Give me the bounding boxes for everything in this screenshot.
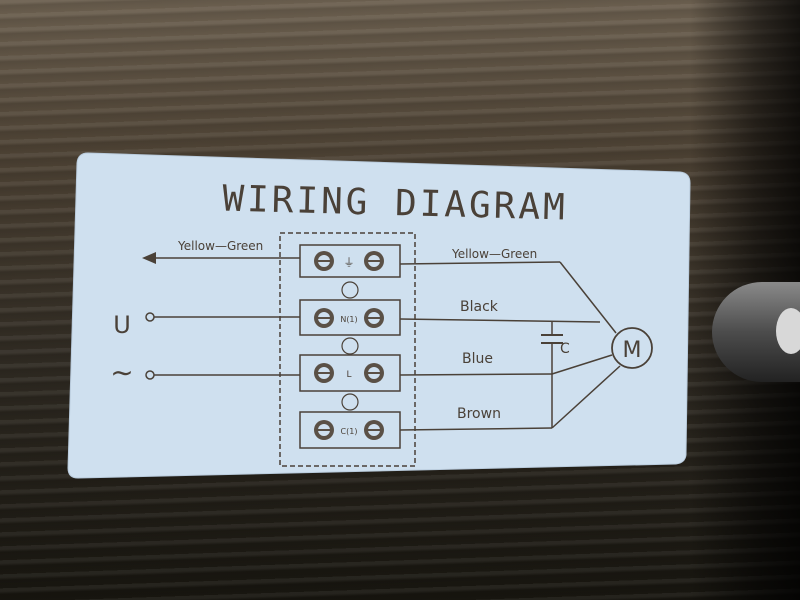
spacer-hole [341, 393, 359, 411]
motor-label: M [623, 338, 642, 363]
input-u-symbol: U [113, 311, 131, 339]
blue-wire [399, 373, 553, 376]
black-wire [399, 318, 601, 323]
input-u-terminal [145, 312, 155, 322]
ground-wire-right-label: Yellow—Green [451, 247, 537, 261]
blue-wire-label: Blue [462, 351, 493, 367]
input-ac-symbol: ∼ [110, 356, 133, 389]
terminal-c-mark: C(1) [341, 427, 358, 436]
brown-wire-label: Brown [457, 406, 501, 422]
ground-wire-label: Yellow—Green [177, 239, 263, 253]
terminal-n-mark: N(1) [340, 315, 357, 324]
spacer-hole [341, 337, 359, 355]
input-ac-terminal [145, 370, 155, 380]
ground-arrow-icon [142, 252, 156, 264]
terminal-row-l: L [299, 354, 401, 392]
terminal-row-c: C(1) [299, 411, 401, 449]
terminal-block-border [279, 232, 416, 467]
terminal-row-n: N(1) [299, 299, 401, 336]
grommet-hole [776, 308, 800, 354]
motor-brown-lead [551, 365, 621, 429]
diagram-title: WIRING DIAGRAM [222, 178, 568, 228]
motor-blue-lead [551, 354, 613, 375]
motor-ground-lead [559, 261, 617, 334]
ground-wire-right [399, 261, 561, 265]
motor-symbol [611, 327, 653, 369]
black-wire-label: Black [460, 299, 499, 315]
terminal-l-mark: L [346, 370, 351, 380]
brown-wire [399, 427, 553, 431]
terminal-row-ground: ⏚ [299, 244, 401, 278]
terminal-ground-mark: ⏚ [344, 256, 355, 269]
capacitor-label: C [560, 341, 570, 357]
spacer-hole [341, 281, 359, 299]
